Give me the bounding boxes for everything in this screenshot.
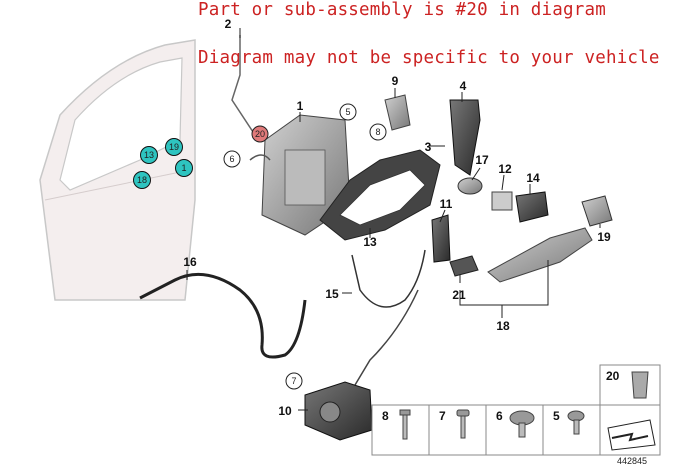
callout-9: 9 <box>392 74 399 88</box>
door-badge-18: 18 <box>133 171 151 189</box>
clip-nut-icon-20 <box>631 371 649 399</box>
outer-door-handle <box>449 227 593 283</box>
svg-text:7: 7 <box>291 376 296 386</box>
callout-circle-7: 7 <box>285 372 303 390</box>
callout-10: 10 <box>278 404 292 418</box>
svg-text:8: 8 <box>375 127 380 137</box>
actuator-cable <box>354 289 419 386</box>
callout-2: 2 <box>225 17 232 31</box>
callout-17: 17 <box>475 153 489 167</box>
svg-text:19: 19 <box>169 142 179 152</box>
cable-16 <box>139 272 307 359</box>
callout-16: 16 <box>183 255 197 269</box>
callout-11: 11 <box>440 197 453 211</box>
gasket-12 <box>491 191 513 211</box>
diagram-id: 442845 <box>617 456 647 466</box>
cable-15 <box>351 249 426 308</box>
svg-text:1: 1 <box>181 163 186 173</box>
door-badge-1: 1 <box>175 159 193 177</box>
legend-label-5: 5 <box>553 409 560 423</box>
callout-1: 1 <box>297 99 304 113</box>
bracket-11 <box>431 214 451 263</box>
callout-circle-20-highlight: 20 <box>251 125 269 143</box>
svg-text:5: 5 <box>345 107 350 117</box>
callout-13: 13 <box>363 235 377 249</box>
callout-12: 12 <box>498 162 512 176</box>
cap-19 <box>581 195 613 227</box>
notice-disclaimer: Diagram may not be specific to your vehi… <box>198 48 660 68</box>
legend-label-6: 6 <box>496 409 503 423</box>
callout-circle-8: 8 <box>369 123 387 141</box>
wire-6 <box>249 154 271 161</box>
callout-3: 3 <box>425 140 432 154</box>
callout-circle-6: 6 <box>223 150 241 168</box>
lock-actuator <box>304 381 373 441</box>
lock-cylinder <box>457 177 483 195</box>
cable-2 <box>231 35 256 136</box>
screw-icon-8 <box>399 409 411 440</box>
screw-icon-6 <box>509 410 535 438</box>
callout-14: 14 <box>526 171 540 185</box>
legend-label-7: 7 <box>439 409 446 423</box>
cover-4 <box>449 99 481 176</box>
screw-icon-7 <box>456 409 470 439</box>
callout-circle-5: 5 <box>339 103 357 121</box>
callout-4: 4 <box>460 79 467 93</box>
callout-18: 18 <box>496 319 510 333</box>
legend-label-8: 8 <box>382 409 389 423</box>
legend-label-20: 20 <box>606 369 620 383</box>
door-badge-19: 19 <box>165 138 183 156</box>
svg-text:18: 18 <box>137 175 147 185</box>
svg-text:6: 6 <box>229 154 234 164</box>
svg-text:13: 13 <box>144 150 154 160</box>
door-shell <box>39 39 196 301</box>
callout-21: 21 <box>452 288 466 302</box>
door-badge-13: 13 <box>140 146 158 164</box>
arrow-icon <box>607 419 656 451</box>
svg-text:20: 20 <box>255 129 265 139</box>
callout-19: 19 <box>597 230 611 244</box>
bezel-14 <box>515 191 549 223</box>
striker-bracket <box>384 94 411 131</box>
screw-icon-5 <box>567 410 585 435</box>
notice-part-number: Part or sub-assembly is #20 in diagram <box>198 0 606 20</box>
callout-15: 15 <box>325 287 339 301</box>
handle-carrier <box>319 149 441 241</box>
